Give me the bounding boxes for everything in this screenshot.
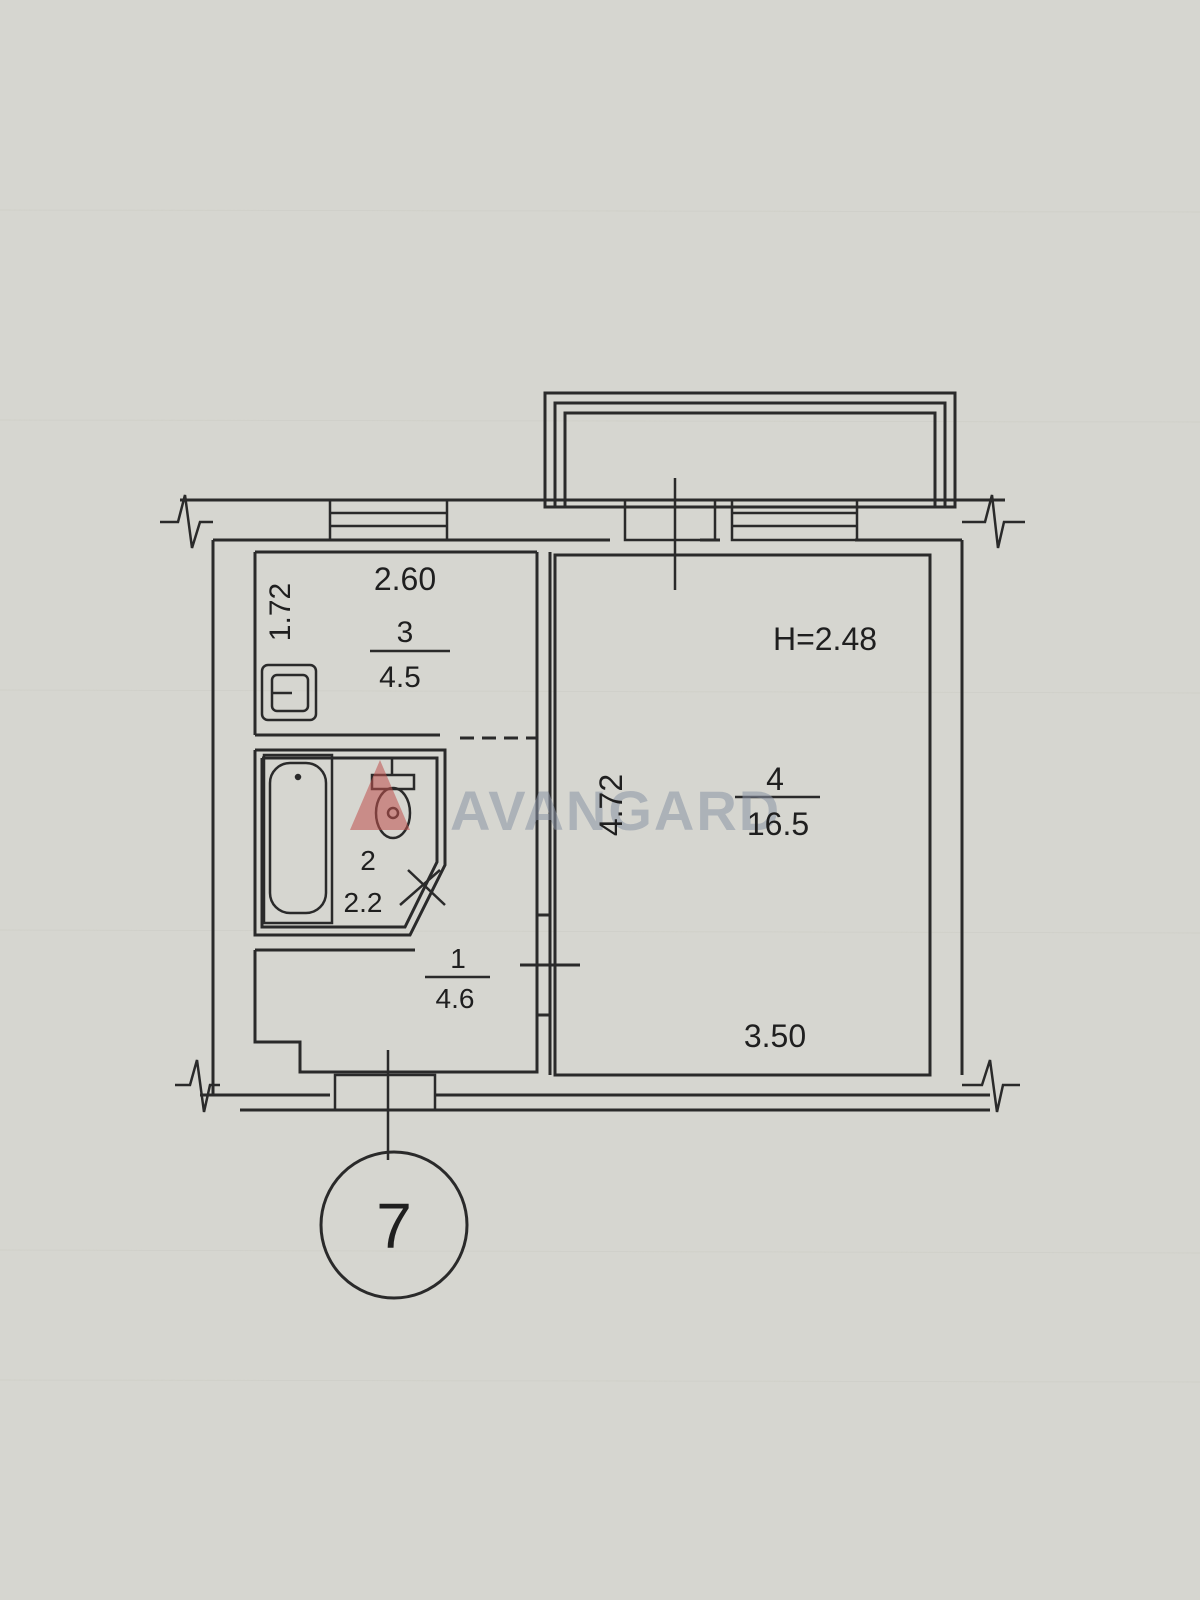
room-1-area: 4.6 <box>436 983 475 1014</box>
window-room <box>730 498 859 542</box>
room-4-number: 4 <box>766 761 784 797</box>
watermark-house-icon <box>350 760 410 830</box>
paper-texture <box>0 209 1200 1383</box>
room-label-dividers <box>370 649 820 979</box>
apartment-number: 7 <box>376 1190 412 1262</box>
room-2-bathroom-walls <box>253 748 447 937</box>
room-4-area: 16.5 <box>747 806 809 842</box>
plan-drawing <box>160 391 1025 1300</box>
room-1-hallway-walls <box>253 948 539 1074</box>
room-1-number: 1 <box>450 943 466 974</box>
outer-walls <box>180 498 1005 1112</box>
wall-break-symbols <box>160 494 1025 1113</box>
room-width-dim: 3.50 <box>744 1018 806 1054</box>
balcony-door <box>623 478 717 590</box>
bathroom-door-swing <box>399 869 446 906</box>
room-3-number: 3 <box>397 616 414 649</box>
interior-partition <box>520 552 580 1075</box>
window-kitchen <box>328 498 449 542</box>
room-3-area: 4.5 <box>379 661 421 694</box>
watermark-text: AVANGARD <box>450 779 781 842</box>
ceiling-height: H=2.48 <box>773 621 877 657</box>
room-2-number: 2 <box>360 845 376 876</box>
room-3-kitchen-walls <box>253 550 537 740</box>
watermark-logo <box>350 760 410 830</box>
entrance-door <box>333 1050 437 1160</box>
balcony <box>543 391 957 509</box>
bathtub <box>262 753 334 925</box>
room-depth-dim: 4.72 <box>593 774 629 836</box>
sink <box>260 663 318 722</box>
room-4-living-walls <box>553 553 932 1077</box>
kitchen-width-dim: 2.60 <box>374 561 436 597</box>
kitchen-depth-dim: 1.72 <box>264 583 297 641</box>
room-2-area: 2.2 <box>344 887 383 918</box>
apartment-number-circle <box>319 1150 469 1300</box>
